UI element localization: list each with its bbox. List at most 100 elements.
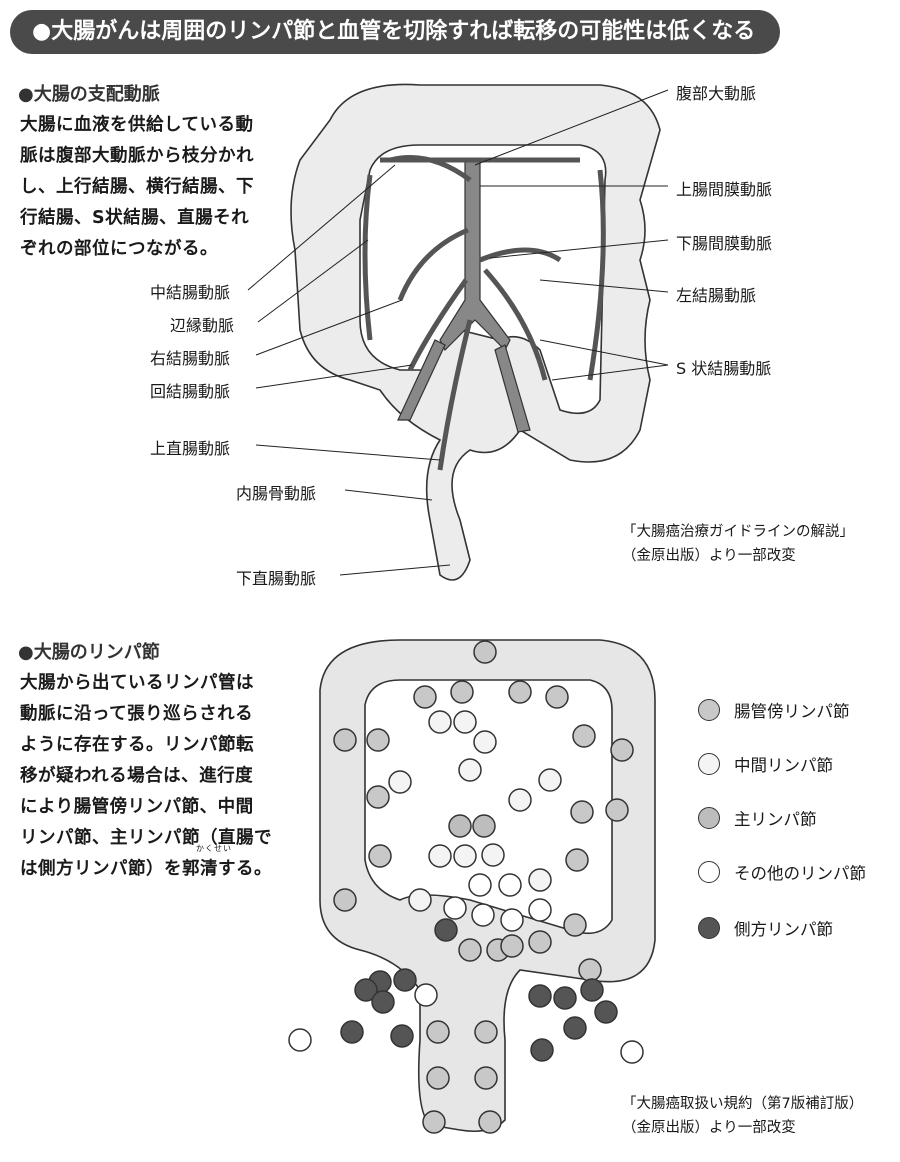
lymph-node xyxy=(458,938,482,962)
leader xyxy=(255,444,441,461)
lymph-node xyxy=(422,1110,446,1134)
section2-title: ●大腸のリンパ節 xyxy=(18,642,160,663)
legend-label: その他のリンパ節 xyxy=(734,864,866,883)
label-marginal: 辺縁動脈 xyxy=(170,316,235,335)
leader xyxy=(551,364,669,381)
lymph-node xyxy=(471,903,495,927)
text-line: は側方リンパ節）を郭清する。 xyxy=(20,859,272,879)
lymph-node xyxy=(553,986,577,1010)
lymph-nodes xyxy=(288,640,644,1134)
text-line: リンパ節、主リンパ節（直腸で xyxy=(20,828,272,848)
lymph-node xyxy=(570,800,594,824)
legend-label: 側方リンパ節 xyxy=(734,920,833,939)
lymph-node xyxy=(545,685,569,709)
text-line: 大腸から出ているリンパ管は xyxy=(20,673,254,693)
lymph-node xyxy=(453,710,477,734)
lymph-node xyxy=(563,1016,587,1040)
lymph-node xyxy=(426,1066,450,1090)
lymph-node xyxy=(388,770,412,794)
iliac-right xyxy=(494,344,531,433)
legend-swatch xyxy=(698,807,720,829)
lymph-node xyxy=(413,685,437,709)
text-line: ぞれの部位につながる。 xyxy=(20,239,218,259)
text-line: 行結腸、S状結腸、直腸それ xyxy=(20,208,250,228)
legend-swatch xyxy=(698,699,720,721)
label-ileocolic: 回結腸動脈 xyxy=(150,382,231,401)
lymph-node xyxy=(428,710,452,734)
lymph-node xyxy=(498,873,522,897)
rectal-artery xyxy=(437,319,473,471)
lymph-node xyxy=(473,730,497,754)
ruby-kakusei: かくせい xyxy=(196,844,232,853)
label-right-colic: 右結腸動脈 xyxy=(150,349,231,368)
leader xyxy=(257,239,369,323)
label-ima: 下腸間膜動脈 xyxy=(676,234,773,253)
leader xyxy=(247,164,396,291)
lymph-node xyxy=(371,990,395,1014)
header-banner: ●大腸がんは周囲のリンパ節と血管を切除すれば転移の可能性は低くなる xyxy=(10,10,780,54)
legend-other: その他のリンパ節 xyxy=(698,856,866,888)
lymph-node xyxy=(594,1000,618,1024)
lymph-node xyxy=(538,768,562,792)
lymph-node xyxy=(468,873,492,897)
lymph-node xyxy=(450,680,474,704)
lymph-node xyxy=(528,930,552,954)
text-line: 脈は腹部大動脈から枝分かれ xyxy=(20,146,254,166)
aorta xyxy=(439,159,511,352)
lymph-node xyxy=(390,1024,414,1048)
colon-lymph-inner xyxy=(364,679,613,935)
lymph-node xyxy=(530,1038,554,1062)
label-superior-rectal: 上直腸動脈 xyxy=(150,439,231,458)
lymph-node xyxy=(572,724,596,748)
lymph-node xyxy=(453,844,477,868)
lymph-node xyxy=(393,968,417,992)
legend-main: 主リンパ節 xyxy=(698,802,817,834)
text-line: により腸管傍リンパ節、中間 xyxy=(20,797,254,817)
leader xyxy=(539,279,669,293)
lymph-node xyxy=(620,1040,644,1064)
legend-paracolic: 腸管傍リンパ節 xyxy=(698,694,850,726)
lymph-node xyxy=(443,896,467,920)
legend-intermediate: 中間リンパ節 xyxy=(698,748,833,780)
legend-label: 腸管傍リンパ節 xyxy=(734,702,850,721)
lymph-node xyxy=(426,1020,450,1044)
leader xyxy=(255,364,413,389)
label-internal-iliac: 内腸骨動脈 xyxy=(236,484,317,503)
lymph-node xyxy=(610,738,634,762)
lymph-node xyxy=(333,728,357,752)
iliac-left xyxy=(397,339,446,421)
lymph-node xyxy=(500,908,524,932)
lymph-node xyxy=(474,1066,498,1090)
legend-label: 中間リンパ節 xyxy=(734,756,833,775)
lymph-node xyxy=(288,1028,312,1052)
lymph-node xyxy=(473,640,497,664)
lymph-node xyxy=(508,680,532,704)
lymph-node xyxy=(578,958,602,982)
lymph-node xyxy=(434,918,458,942)
lymph-node xyxy=(408,888,432,912)
lymph-node xyxy=(565,848,589,872)
text-line: 移が疑われる場合は、進行度 xyxy=(20,766,254,786)
source-caption-1: 「大腸癌治療ガイドラインの解説」 （金原出版）より一部改変 xyxy=(622,520,854,568)
lymph-node xyxy=(605,798,629,822)
left-colic-artery xyxy=(479,247,562,263)
text-line: し、上行結腸、横行結腸、下 xyxy=(20,177,254,197)
leader xyxy=(339,564,451,576)
leader xyxy=(255,299,403,356)
section1-title: ●大腸の支配動脈 xyxy=(18,84,160,105)
section2-text: 大腸から出ているリンパ管は 動脈に沿って張り巡らされる ように存在する。リンパ節… xyxy=(20,668,272,885)
label-middle-colic: 中結腸動脈 xyxy=(150,283,231,302)
text-line: 大腸に血液を供給している動 xyxy=(20,115,254,135)
lymph-node xyxy=(474,1020,498,1044)
lymph-node xyxy=(528,898,552,922)
legend-swatch xyxy=(698,753,720,775)
lymph-node xyxy=(428,844,452,868)
lymph-node xyxy=(333,888,357,912)
legend-label: 主リンパ節 xyxy=(734,810,817,829)
label-sma: 上腸間膜動脈 xyxy=(676,180,773,199)
sigmoid-artery xyxy=(483,268,548,381)
lymph-node xyxy=(500,934,524,958)
leader xyxy=(539,339,669,366)
caption-line: （金原出版）より一部改変 xyxy=(622,548,796,564)
